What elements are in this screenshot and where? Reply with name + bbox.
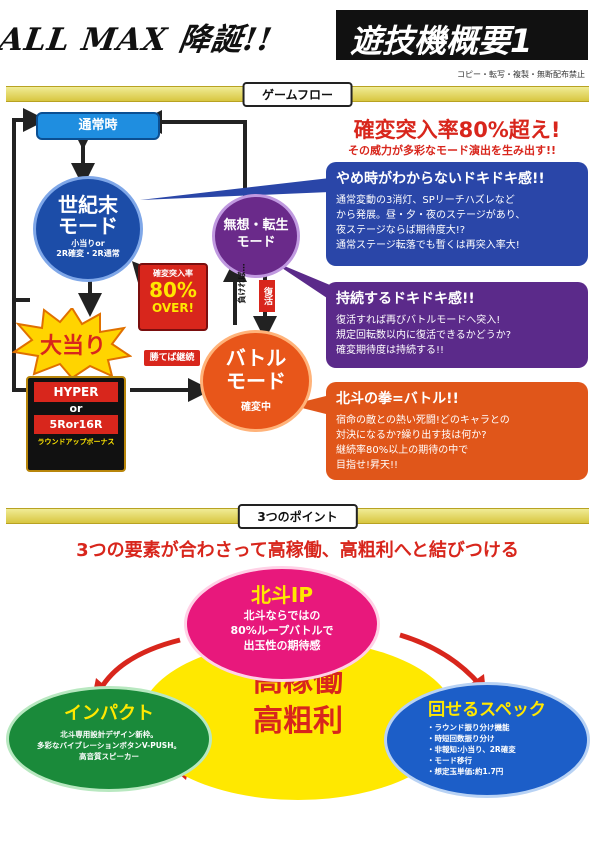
flow-headline: 確変突入率80%超え! — [353, 118, 561, 142]
hokuto-ip-bubble: 北斗IP 北斗ならではの 80%ループバトルで 出玉性の期待感 — [184, 566, 380, 682]
section-title: 遊技機概要1 — [350, 22, 533, 60]
hokuto-ip-title: 北斗IP — [250, 583, 314, 607]
impact-body: 北斗専用設計デザイン新枠。 多彩なバイブレーションボタンV-PUSH。 高音質ス… — [37, 730, 181, 761]
panel-blue-title: やめ時がわからないドキドキ感!! — [336, 171, 545, 187]
series-title: ALL MAX 降誕!! — [0, 22, 275, 58]
jackpot-burst — [12, 308, 132, 378]
panel-purple-title: 持続するドキドキ感!! — [336, 291, 475, 307]
spec-item: ・ラウンド振り分け機能 — [427, 723, 510, 732]
normal-state-box: 通常時 — [36, 112, 160, 140]
panel-blue-body: 通常変動の3消灯、SPリーチハズレなど から発展。昼・夕・夜のステージがあり、 … — [336, 195, 526, 251]
spec-item: ・想定玉単価:約1.7円 — [427, 767, 504, 776]
spec-list: ・ラウンド振り分け機能 ・時短回数振り分け ・非報知:小当り、2R確変 ・モード… — [387, 720, 587, 777]
points-label: 3つのポイント — [237, 504, 358, 529]
impact-title: インパクト — [64, 703, 154, 724]
muso-title: 無想・転生 モード — [223, 218, 289, 250]
rate-badge-big: 80% — [149, 278, 197, 302]
jackpot-title: 大当り — [39, 334, 106, 359]
jackpot-or: or — [69, 402, 83, 415]
battle-title: バトル モード — [225, 346, 287, 393]
jackpot-rounds: 5Ror16R — [34, 415, 118, 434]
spec-item: ・モード移行 — [427, 756, 472, 765]
jackpot-bonus: ラウンドアップボーナス — [37, 438, 115, 446]
spec-title: 回せるスペック — [428, 700, 546, 720]
hokuto-ip-body: 北斗ならではの 80%ループバトルで 出玉性の期待感 — [230, 609, 334, 652]
game-flow-banner: ゲームフロー — [6, 82, 589, 107]
points-banner: 3つのポイント — [6, 504, 589, 529]
section-title-box: 遊技機概要1 — [336, 10, 588, 60]
normal-state-label: 通常時 — [78, 118, 118, 133]
panel-purple-body: 復活すれば再びバトルモードへ突入! 規定回転数以内に復活できるかどうか? 確変期… — [336, 315, 512, 356]
flow-headline-sub: その威力が多彩なモード演出を生み出す!! — [347, 144, 557, 157]
panel-orange-body: 宿命の敵との熱い死闘!どのキャラとの 対決になるか?繰り出す技は何か? 継続率8… — [336, 415, 510, 471]
revive-label: 復活 — [259, 280, 275, 312]
panel-blue: やめ時がわからないドキドキ感!! 通常変動の3消灯、SPリーチハズレなど から発… — [326, 162, 588, 266]
impact-bubble: インパクト 北斗専用設計デザイン新枠。 多彩なバイブレーションボタンV-PUSH… — [6, 686, 212, 792]
seikimatsu-sub: 小当りor 2R確変・2R通常 — [56, 239, 120, 258]
jackpot-hyper: HYPER — [34, 382, 118, 402]
panel-purple: 持続するドキドキ感!! 復活すれば再びバトルモードへ突入! 規定回転数以内に復活… — [326, 282, 588, 368]
panel-connectors — [140, 178, 330, 415]
spec-item: ・非報知:小当り、2R確変 — [427, 745, 516, 754]
panel-orange-title: 北斗の拳=バトル!! — [336, 391, 459, 407]
jackpot-detail: HYPER or 5Ror16R ラウンドアップボーナス — [26, 376, 126, 472]
seikimatsu-title: 世紀末 モード — [58, 193, 118, 238]
lose-label: 負ければ… — [237, 263, 247, 304]
points-headline: 3つの要素が合わさって高稼働、高粗利へと結びつける — [76, 540, 519, 561]
rate-badge: 確変突入率 80% OVER! — [138, 263, 208, 331]
rate-badge-top: 確変突入率 — [153, 269, 193, 278]
spec-item: ・時短回数振り分け — [427, 734, 495, 743]
spec-bubble: 回せるスペック ・ラウンド振り分け機能 ・時短回数振り分け ・非報知:小当り、2… — [384, 682, 590, 798]
seikimatsu-mode: 世紀末 モード 小当りor 2R確変・2R通常 — [33, 176, 143, 282]
rate-badge-bottom: OVER! — [151, 301, 195, 315]
panel-orange: 北斗の拳=バトル!! 宿命の敵との熱い死闘!どのキャラとの 対決になるか?繰り出… — [326, 382, 588, 480]
muso-mode: 無想・転生 モード — [212, 194, 300, 278]
battle-sub: 確変中 — [241, 402, 271, 413]
game-flow-label: ゲームフロー — [242, 82, 353, 107]
battle-mode: バトル モード 確変中 — [200, 330, 312, 432]
win-label: 勝てば継続 — [144, 350, 200, 366]
copy-notice: コピー・転写・複製・無断配布禁止 — [457, 70, 585, 79]
